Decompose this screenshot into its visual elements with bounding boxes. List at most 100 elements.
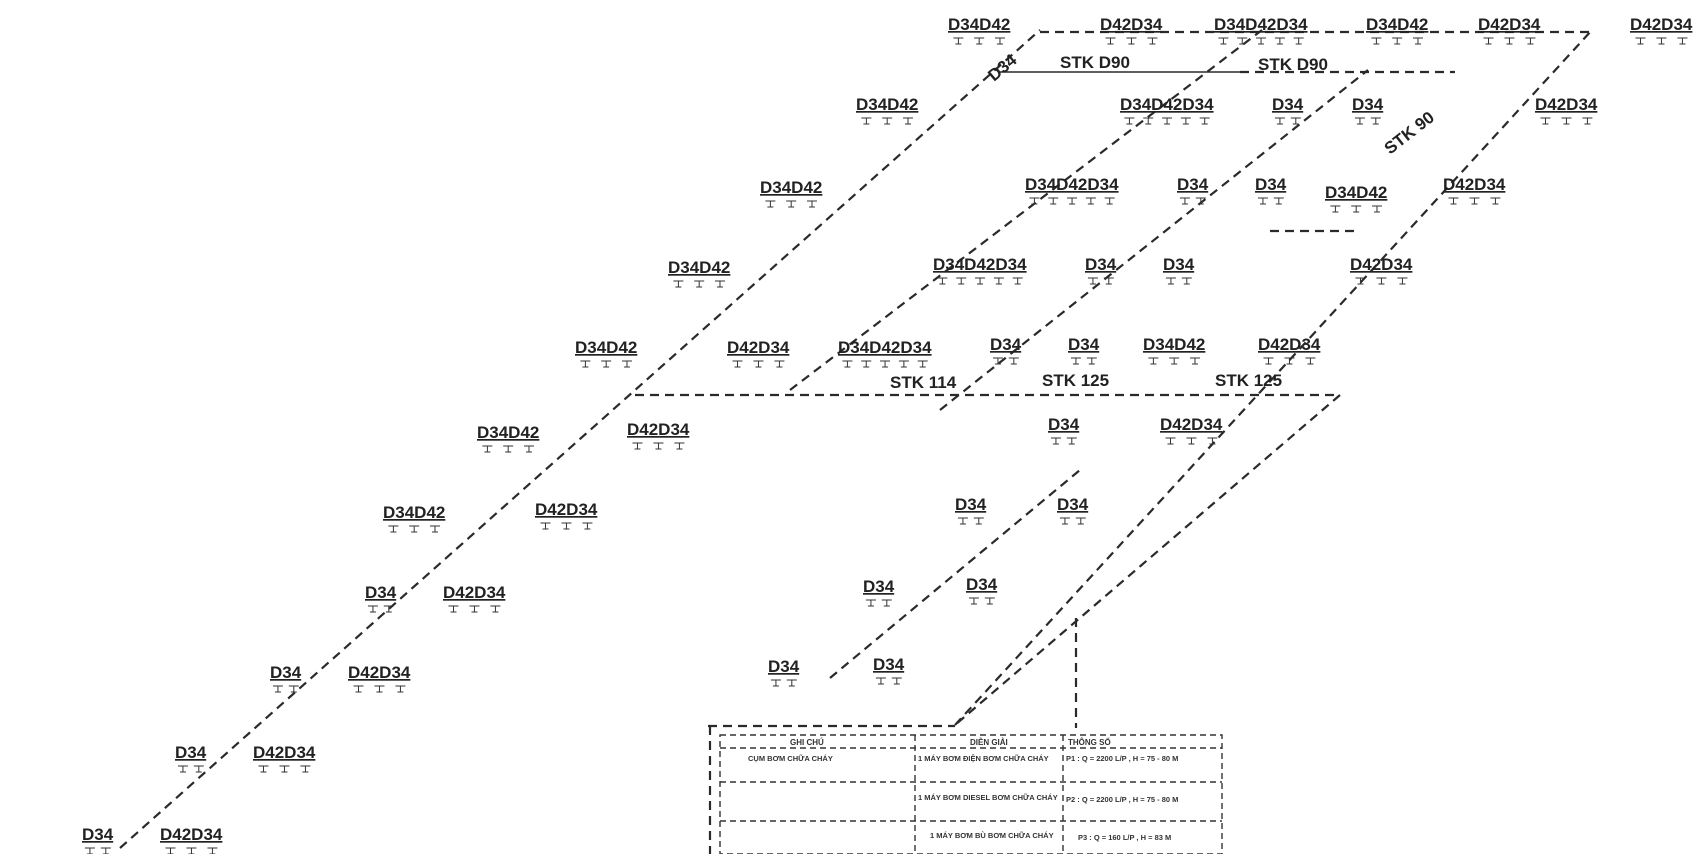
sprinkler-icon	[984, 597, 995, 605]
sprinkler-icon	[1677, 37, 1688, 45]
sprinkler-icon	[1448, 197, 1459, 205]
sprinkler-icon	[1008, 357, 1019, 365]
sprinkler-icon	[1075, 517, 1086, 525]
sprinkler-icon	[1104, 197, 1115, 205]
sprinkler-icon	[770, 679, 781, 687]
sprinkler-icon	[1162, 117, 1173, 125]
sprinkler-icon	[490, 605, 501, 613]
branch-label: D42D34	[1478, 15, 1541, 34]
branch-label: D34D42	[1366, 15, 1428, 34]
sprinkler-icon	[395, 685, 406, 693]
sprinkler-icon	[968, 597, 979, 605]
sprinkler-icon	[1371, 37, 1382, 45]
sprinkler-icon	[1371, 205, 1382, 213]
sprinkler-icon	[1412, 37, 1423, 45]
sprinkler-icon	[580, 360, 591, 368]
sprinkler-icon	[786, 679, 797, 687]
sprinkler-icon	[861, 360, 872, 368]
sprinkler-icon	[956, 277, 967, 285]
branch-label: D42D34	[727, 338, 790, 357]
branch-label: D34D42	[575, 338, 637, 357]
sprinkler-icon	[1147, 37, 1158, 45]
table-cell: P2 : Q = 2200 L/P , H = 75 - 80 M	[1066, 795, 1178, 804]
sprinkler-icon	[258, 765, 269, 773]
sprinkler-icon	[383, 605, 394, 613]
branch-label: D34	[1068, 335, 1100, 354]
sprinkler-icon	[1067, 197, 1078, 205]
sprinkler-icon	[429, 525, 440, 533]
sprinkler-icon	[653, 442, 664, 450]
sprinkler-symbols	[84, 37, 1688, 854]
sprinkler-icon	[353, 685, 364, 693]
branch-label: D34	[1272, 95, 1304, 114]
sprinkler-icon	[540, 522, 551, 530]
sprinkler-icon	[1086, 357, 1097, 365]
branch-label: D34	[990, 335, 1022, 354]
sprinkler-icon	[842, 360, 853, 368]
pipe-size-label: STK 114	[890, 373, 957, 392]
sprinkler-icon	[1012, 277, 1023, 285]
branch-label: D34	[1048, 415, 1080, 434]
sprinkler-icon	[601, 360, 612, 368]
table-cell: CỤM BƠM CHỮA CHÁY	[748, 754, 833, 763]
sprinkler-icon	[177, 765, 188, 773]
main-riser-3	[939, 69, 1369, 411]
sprinkler-icon	[1540, 117, 1551, 125]
branch-label: D34	[82, 825, 114, 844]
sprinkler-icon	[561, 522, 572, 530]
sprinkler-icon	[1397, 277, 1408, 285]
sprinkler-icon	[1293, 37, 1304, 45]
sprinkler-icon	[1370, 117, 1381, 125]
sprinkler-icon	[865, 599, 876, 607]
sprinkler-icon	[1525, 37, 1536, 45]
sprinkler-icon	[1351, 205, 1362, 213]
branch-label: D34	[1085, 255, 1117, 274]
sprinkler-icon	[207, 847, 218, 854]
sprinkler-icon	[165, 847, 176, 854]
branch-label: D34D42	[668, 258, 730, 277]
sprinkler-icon	[1143, 117, 1154, 125]
branch-label: D42D34	[1350, 255, 1413, 274]
pump-feed	[954, 394, 1341, 726]
sprinkler-icon	[765, 200, 776, 208]
branch-label: D34D42	[856, 95, 918, 114]
sprinkler-icon	[409, 525, 420, 533]
branch-label: D42D34	[1100, 15, 1163, 34]
sprinkler-icon	[1376, 277, 1387, 285]
sprinkler-icon	[1504, 37, 1515, 45]
sprinkler-icon	[1483, 37, 1494, 45]
table-cell: 1 MÁY BƠM BÙ BƠM CHỮA CHÁY	[930, 831, 1054, 840]
sprinkler-icon	[753, 360, 764, 368]
branch-label: D42D34	[348, 663, 411, 682]
branch-label: D34	[873, 655, 905, 674]
sprinkler-icon	[1490, 197, 1501, 205]
sprinkler-icon	[974, 37, 985, 45]
pipe-size-label: STK D90	[1258, 55, 1328, 74]
branch-label: D42D34	[1258, 335, 1321, 354]
riser-label: D34	[984, 50, 1021, 85]
spec-table: GHI CHÚ DIỄN GIẢI THÔNG SỐ CỤM BƠM CHỮA …	[719, 734, 1223, 854]
sprinkler-icon	[1290, 117, 1301, 125]
table-cell: P3 : Q = 160 L/P , H = 83 M	[1078, 833, 1171, 842]
branch-label: D34D42D34	[1120, 95, 1214, 114]
sprinkler-icon	[774, 360, 785, 368]
sprinkler-icon	[1199, 117, 1210, 125]
branch-label: D34D42	[1325, 183, 1387, 202]
sprinkler-icon	[674, 442, 685, 450]
branch-label: D34	[1177, 175, 1209, 194]
table-cell: 1 MÁY BƠM DIESEL BƠM CHỮA CHÁY	[918, 793, 1058, 802]
branch-label: D34	[1352, 95, 1384, 114]
sprinkler-icon	[1050, 437, 1061, 445]
sprinkler-icon	[1195, 197, 1206, 205]
sprinkler-icon	[1087, 277, 1098, 285]
sprinkler-icon	[621, 360, 632, 368]
sprinkler-icon	[975, 277, 986, 285]
sprinkler-icon	[714, 280, 725, 288]
sprinkler-icon	[469, 605, 480, 613]
sprinkler-icon	[84, 847, 95, 854]
sprinkler-icon	[374, 685, 385, 693]
sprinkler-icon	[1066, 437, 1077, 445]
sprinkler-icon	[881, 599, 892, 607]
sprinkler-icon	[1469, 197, 1480, 205]
